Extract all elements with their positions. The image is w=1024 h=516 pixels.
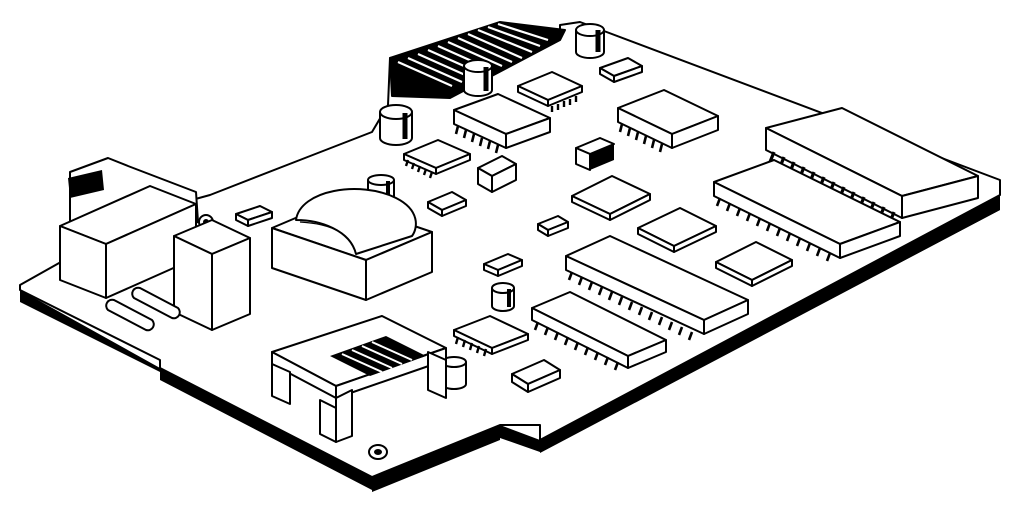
relay bbox=[173, 219, 251, 331]
board-edge-right bbox=[372, 425, 500, 492]
smd-resistor bbox=[483, 253, 523, 277]
large-dip-chip bbox=[713, 159, 901, 262]
smd-resistor bbox=[599, 57, 643, 83]
mounting-hole bbox=[368, 444, 388, 460]
smd-resistor bbox=[537, 215, 569, 237]
smd-resistor bbox=[427, 191, 467, 217]
board-surface bbox=[19, 21, 1001, 478]
smd-resistor bbox=[511, 359, 561, 393]
board-edge bbox=[20, 195, 1000, 490]
electrolytic-capacitor bbox=[379, 104, 413, 146]
small-ic bbox=[403, 139, 471, 179]
side-connector bbox=[59, 157, 214, 299]
electrolytic-capacitor bbox=[463, 59, 493, 97]
large-dip-chip bbox=[531, 291, 667, 371]
small-ic bbox=[637, 207, 717, 253]
crystal bbox=[575, 137, 615, 171]
crystal bbox=[477, 155, 517, 193]
small-ic bbox=[453, 93, 551, 154]
small-ic bbox=[617, 89, 719, 153]
smd-resistor bbox=[235, 205, 273, 227]
circuit-board bbox=[19, 21, 1001, 492]
board-edge-notch bbox=[540, 196, 1000, 453]
small-ic bbox=[517, 71, 583, 112]
electrolytic-capacitor bbox=[575, 23, 605, 59]
small-ic bbox=[571, 175, 651, 221]
large-dip-chip bbox=[565, 235, 749, 341]
electrolytic-capacitor bbox=[491, 282, 515, 312]
axial-diode bbox=[105, 286, 181, 332]
small-ic bbox=[715, 241, 793, 287]
modular-jack bbox=[271, 315, 447, 443]
small-ic bbox=[453, 315, 529, 357]
transformer bbox=[271, 188, 433, 301]
